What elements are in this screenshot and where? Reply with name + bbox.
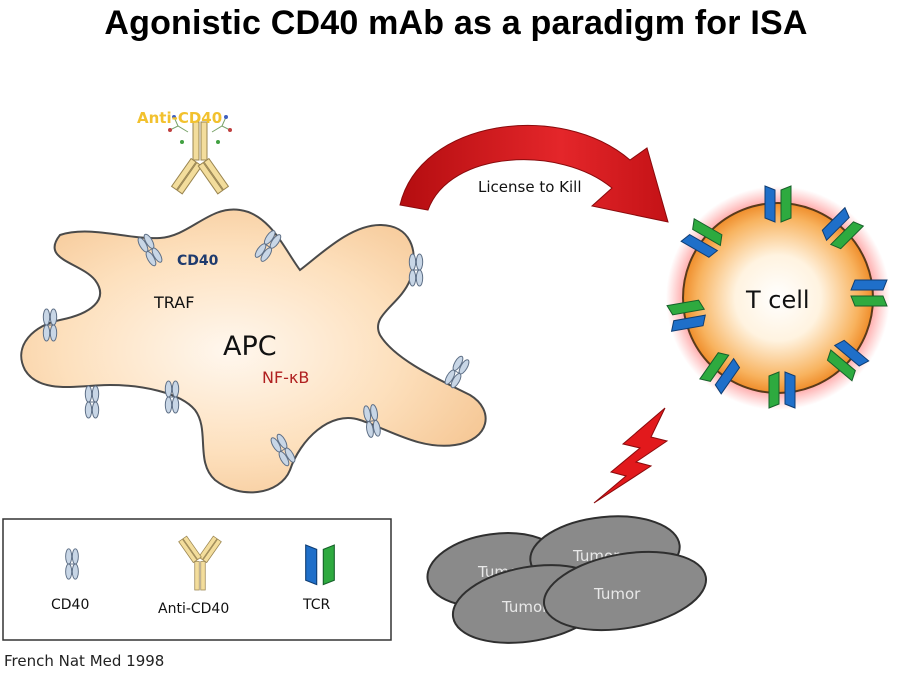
license-label: License to Kill bbox=[478, 178, 581, 196]
traf-label: TRAF bbox=[153, 293, 194, 312]
citation: French Nat Med 1998 bbox=[4, 652, 165, 670]
nfkb-label: NF-κB bbox=[262, 368, 309, 387]
slide-title: Agonistic CD40 mAb as a paradigm for ISA bbox=[104, 4, 808, 42]
lightning-bolt bbox=[593, 407, 669, 504]
cd40-label: CD40 bbox=[177, 253, 219, 269]
legend-anti-cd40-label: Anti-CD40 bbox=[158, 601, 229, 617]
tumor-cell: Tumor bbox=[542, 550, 708, 632]
legend-tcr-label: TCR bbox=[302, 597, 331, 613]
tumor-label: Tumor bbox=[593, 585, 641, 603]
tumor-label: Tumor bbox=[501, 598, 549, 616]
tumor-cluster: Tumor Tumor Tumor Tumor bbox=[426, 515, 708, 644]
tcell-label: T cell bbox=[745, 286, 810, 314]
apc-label: APC bbox=[223, 331, 277, 362]
anti-cd40-antibody bbox=[168, 115, 232, 195]
legend: CD40 Anti-CD40 TCR bbox=[2, 518, 392, 641]
anti-cd40-label: Anti-CD40 bbox=[137, 109, 222, 127]
license-arrow bbox=[399, 124, 669, 223]
legend-cd40-label: CD40 bbox=[51, 597, 89, 613]
